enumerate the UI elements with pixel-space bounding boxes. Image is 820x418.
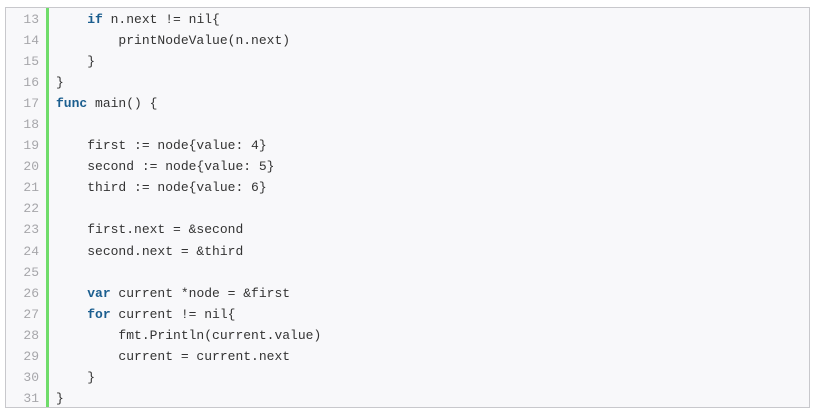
indent: [56, 286, 87, 301]
line-number: 30: [23, 370, 39, 386]
line-code: var current *node = &first: [56, 283, 290, 304]
code-text: main() {: [87, 95, 158, 111]
line-code: second := node{value: 5}: [56, 156, 274, 177]
indent: [56, 349, 118, 364]
code-line: 26 var current *node = &first: [6, 283, 809, 304]
code-line: 17 func main() {: [6, 93, 809, 114]
gutter-bar: [46, 8, 49, 407]
line-number: 20: [23, 159, 39, 175]
keyword: if: [87, 11, 103, 27]
indent: [56, 222, 87, 237]
code-line: 22: [6, 198, 809, 219]
line-number: 23: [23, 222, 39, 238]
keyword: var: [87, 285, 111, 301]
line-code: first.next = &second: [56, 219, 243, 240]
code-text: current *node = &first: [110, 285, 291, 301]
code-text: second := node{value: 5}: [87, 159, 275, 175]
line-number: 24: [23, 243, 39, 259]
code-text: }: [87, 370, 96, 386]
keyword: for: [87, 306, 111, 322]
code-line: 30 }: [6, 367, 809, 388]
line-number: 28: [23, 327, 39, 343]
line-number: 15: [23, 53, 39, 69]
line-number: 18: [23, 116, 39, 132]
line-number: 22: [23, 201, 39, 217]
line-code: for current != nil{: [56, 304, 235, 325]
code-line: 23 first.next = &second: [6, 219, 809, 240]
line-code: }: [56, 72, 64, 93]
line-code: }: [56, 388, 64, 407]
line-code: }: [56, 367, 95, 388]
line-code: func main() {: [56, 93, 157, 114]
line-number: 26: [23, 285, 39, 301]
code-line: 31}: [6, 388, 809, 407]
code-line: 19 first := node{value: 4}: [6, 135, 809, 156]
code-line: 15 }: [6, 51, 809, 72]
line-number: 31: [23, 391, 39, 407]
code-lines: 13 if n.next != nil{14 printNodeValue(n.…: [6, 8, 809, 407]
indent: [56, 244, 87, 259]
line-code: fmt.Println(current.value): [56, 325, 321, 346]
code-text: printNodeValue(n.next): [118, 32, 291, 48]
code-line: 29 current = current.next: [6, 346, 809, 367]
code-line: 18: [6, 114, 809, 135]
code-line: 21 third := node{value: 6}: [6, 177, 809, 198]
indent: [56, 180, 87, 195]
line-number: 13: [23, 11, 39, 27]
code-line: 14 printNodeValue(n.next): [6, 30, 809, 51]
keyword: func: [56, 95, 88, 111]
indent: [56, 138, 87, 153]
line-number: 25: [23, 264, 39, 280]
line-number: 27: [23, 306, 39, 322]
code-text: current = current.next: [118, 349, 291, 364]
line-code: first := node{value: 4}: [56, 135, 267, 156]
line-code: if n.next != nil{: [56, 9, 220, 30]
line-code: current = current.next: [56, 346, 290, 367]
indent: [56, 33, 118, 48]
code-text: }: [56, 74, 64, 90]
code-text: current != nil{: [110, 306, 236, 322]
indent: [56, 328, 118, 343]
line-code: }: [56, 51, 95, 72]
indent: [56, 159, 87, 174]
line-number: 17: [23, 95, 39, 111]
indent: [56, 12, 87, 27]
code-line: 27 for current != nil{: [6, 304, 809, 325]
code-text: fmt.Println(current.value): [118, 327, 322, 343]
code-line: 16}: [6, 72, 809, 93]
code-block: 13 if n.next != nil{14 printNodeValue(n.…: [5, 7, 810, 408]
line-number: 14: [23, 32, 39, 48]
code-line: 25: [6, 262, 809, 283]
code-text: }: [56, 391, 64, 407]
code-text: third := node{value: 6}: [87, 180, 267, 196]
code-line: 20 second := node{value: 5}: [6, 156, 809, 177]
line-code: second.next = &third: [56, 241, 243, 262]
indent: [56, 370, 87, 385]
line-number: 19: [23, 138, 39, 154]
line-code: third := node{value: 6}: [56, 177, 267, 198]
code-text: first.next = &second: [87, 222, 244, 238]
indent: [56, 54, 87, 69]
indent: [56, 307, 87, 322]
line-number: 21: [23, 180, 39, 196]
line-number: 16: [23, 74, 39, 90]
line-code: printNodeValue(n.next): [56, 30, 290, 51]
code-text: }: [87, 53, 96, 69]
code-line: 24 second.next = &third: [6, 241, 809, 262]
code-line: 28 fmt.Println(current.value): [6, 325, 809, 346]
code-text: second.next = &third: [87, 243, 244, 259]
code-line: 13 if n.next != nil{: [6, 9, 809, 30]
code-text: n.next != nil{: [102, 11, 220, 27]
code-text: first := node{value: 4}: [87, 138, 267, 154]
line-number: 29: [23, 349, 39, 364]
